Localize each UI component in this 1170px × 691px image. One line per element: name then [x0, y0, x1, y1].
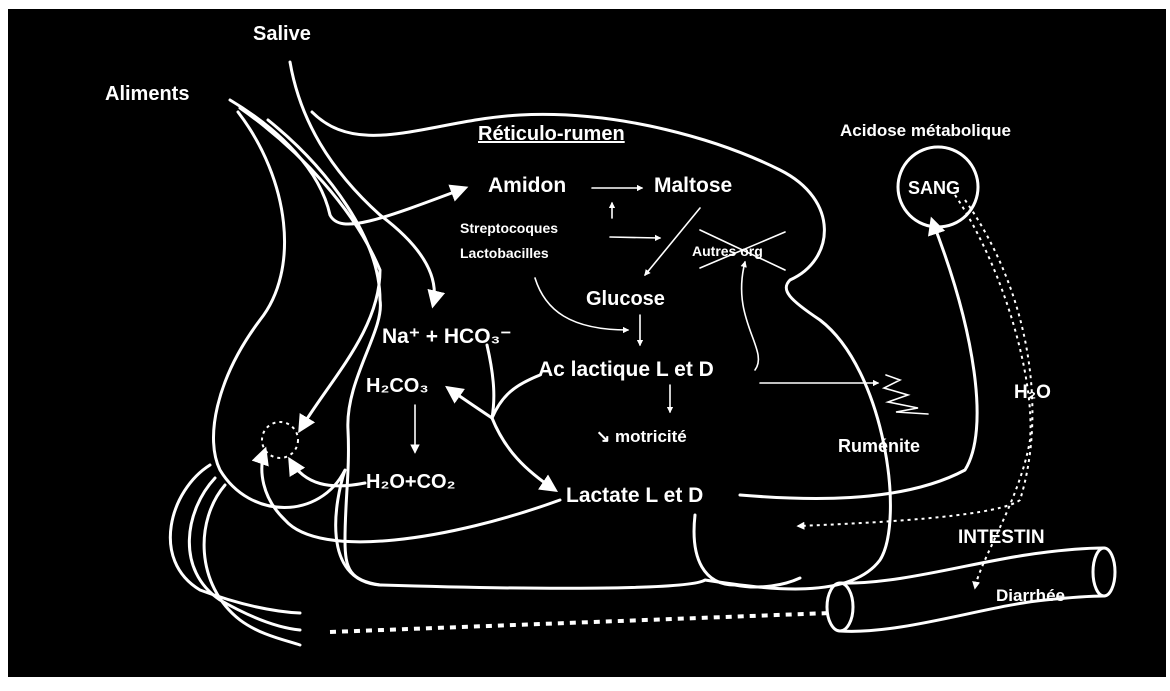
aliments-label: Aliments	[105, 83, 189, 105]
salive-label: Salive	[253, 23, 311, 45]
glucose-label: Glucose	[586, 288, 665, 310]
na-hco3-label: Na⁺ + HCO₃⁻	[382, 325, 511, 348]
rumenite-label: Ruménite	[838, 436, 920, 456]
sang-label: SANG	[908, 178, 960, 198]
amidon-label: Amidon	[488, 174, 566, 197]
h2o-co2-label: H₂O+CO₂	[366, 471, 455, 493]
lactobacilles-label: Lactobacilles	[460, 245, 549, 261]
background-panel	[8, 9, 1166, 677]
reticulo-rumen-title: Réticulo-rumen	[478, 123, 625, 145]
ac-lactique-label: Ac lactique L et D	[538, 358, 714, 381]
motricite-label: ↘ motricité	[596, 427, 687, 446]
diarrhee-label: Diarrhée	[996, 586, 1065, 605]
lactate-label: Lactate L et D	[566, 484, 703, 507]
bacteria-autres-arrow	[610, 237, 660, 238]
h2o-label: H₂O	[1014, 382, 1051, 403]
streptocoques-label: Streptocoques	[460, 220, 558, 236]
acidose-label: Acidose métabolique	[840, 121, 1011, 140]
h2co3-label: H₂CO₃	[366, 375, 429, 397]
maltose-label: Maltose	[654, 174, 732, 197]
intestin-label: INTESTIN	[958, 527, 1045, 548]
autres-org-label: Autres org	[692, 243, 763, 259]
